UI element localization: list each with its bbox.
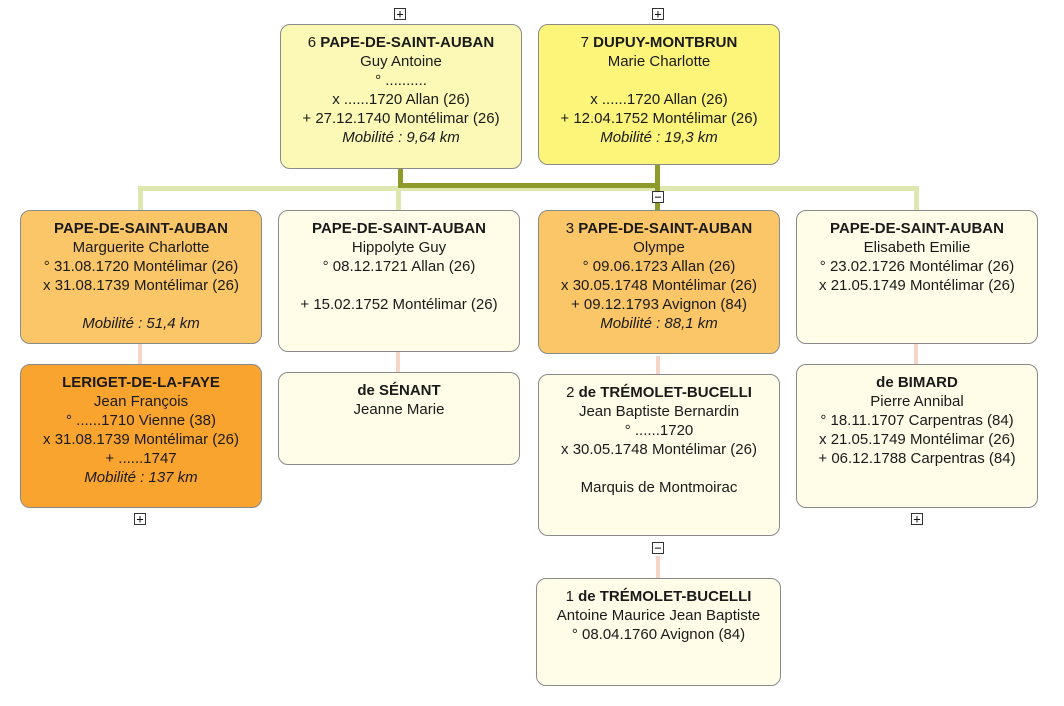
person-surname: de BIMARD: [876, 374, 958, 391]
person-given-name: Antoine Maurice Jean Baptiste: [556, 607, 761, 624]
person-card-senant[interactable]: de SÉNANT Jeanne Marie: [278, 372, 520, 465]
person-marriage: x ......1720 Allan (26): [332, 91, 470, 108]
person-birth: ° ......1710 Vienne (38): [66, 412, 216, 429]
person-given-name: Jean Baptiste Bernardin: [578, 403, 740, 420]
person-card-p7[interactable]: 7 DUPUY-MONTBRUN Marie Charlotte x .....…: [538, 24, 780, 165]
sosa-number: 6: [307, 34, 317, 51]
sibling-drop-hippolyte: [396, 186, 401, 210]
person-mobility: Mobilité : 88,1 km: [600, 315, 718, 332]
spouse-line-marguerite: [138, 344, 142, 364]
person-given-name: Jean François: [93, 393, 189, 410]
spouse-line-p3: [656, 356, 660, 374]
spacer: [279, 276, 519, 295]
person-surname: PAPE-DE-SAINT-AUBAN: [312, 220, 486, 237]
person-card-marguerite[interactable]: PAPE-DE-SAINT-AUBAN Marguerite Charlotte…: [20, 210, 262, 344]
person-mobility: Mobilité : 9,64 km: [342, 129, 460, 146]
person-death: + 09.12.1793 Avignon (84): [570, 296, 748, 313]
person-death: + 15.02.1752 Montélimar (26): [300, 296, 498, 313]
person-marriage: x ......1720 Allan (26): [590, 91, 728, 108]
person-card-bimard[interactable]: de BIMARD Pierre Annibal ° 18.11.1707 Ca…: [796, 364, 1038, 508]
person-given-name: Hippolyte Guy: [351, 239, 447, 256]
person-card-elisabeth[interactable]: PAPE-DE-SAINT-AUBAN Elisabeth Emilie ° 2…: [796, 210, 1038, 344]
sibling-drop-elisabeth: [914, 186, 919, 210]
spouse-line-elisabeth: [914, 344, 918, 364]
person-birth-empty: [539, 71, 779, 90]
person-marriage: x 31.08.1739 Montélimar (26): [43, 431, 239, 448]
person-marriage: x 21.05.1749 Montélimar (26): [819, 277, 1015, 294]
expand-toggle-p7[interactable]: +: [652, 8, 664, 20]
sibling-line: [139, 186, 919, 191]
person-death: + 27.12.1740 Montélimar (26): [302, 110, 500, 127]
expand-toggle-leriget[interactable]: +: [134, 513, 146, 525]
collapse-toggle-p2[interactable]: −: [652, 542, 664, 554]
person-given-name: Jeanne Marie: [353, 401, 445, 418]
person-mobility: Mobilité : 137 km: [84, 469, 198, 486]
person-birth: ° 08.12.1721 Allan (26): [322, 258, 476, 275]
person-surname: PAPE-DE-SAINT-AUBAN: [54, 220, 228, 237]
spouse-line-hippolyte: [396, 352, 400, 372]
sosa-number: 3: [565, 220, 575, 237]
person-marriage: x 30.05.1748 Montélimar (26): [561, 441, 757, 458]
person-surname: de TRÉMOLET-BUCELLI: [578, 588, 752, 605]
person-card-leriget[interactable]: LERIGET-DE-LA-FAYE Jean François ° .....…: [20, 364, 262, 508]
parents-line-horizontal: [398, 183, 659, 188]
spacer: [539, 459, 779, 478]
mother-line-vertical: [655, 165, 660, 187]
person-marriage: x 30.05.1748 Montélimar (26): [561, 277, 757, 294]
person-birth: ° 23.02.1726 Montélimar (26): [819, 258, 1015, 275]
sosa-number: 1: [565, 588, 574, 605]
person-marriage: x 21.05.1749 Montélimar (26): [819, 431, 1015, 448]
person-marriage: x 31.08.1739 Montélimar (26): [43, 277, 239, 294]
person-birth: ° 08.04.1760 Avignon (84): [571, 626, 746, 643]
person-birth: ° ......1720: [624, 422, 694, 439]
person-birth: ° 09.06.1723 Allan (26): [582, 258, 736, 275]
expand-toggle-p6[interactable]: +: [394, 8, 406, 20]
sibling-drop-marguerite: [138, 186, 143, 210]
person-given-name: Olympe: [633, 239, 685, 256]
spacer: [21, 295, 261, 314]
sosa-number: 2: [566, 384, 575, 401]
person-death: + 06.12.1788 Carpentras (84): [818, 450, 1016, 467]
person-surname: LERIGET-DE-LA-FAYE: [62, 374, 220, 391]
sosa-number: 7: [580, 34, 589, 51]
person-birth: ° 18.11.1707 Carpentras (84): [820, 412, 1014, 429]
person-mobility: Mobilité : 19,3 km: [600, 129, 718, 146]
person-surname: PAPE-DE-SAINT-AUBAN: [830, 220, 1004, 237]
person-birth: ° ..........: [375, 72, 427, 89]
collapse-toggle-siblings[interactable]: −: [652, 191, 664, 203]
person-card-hippolyte[interactable]: PAPE-DE-SAINT-AUBAN Hippolyte Guy ° 08.1…: [278, 210, 520, 352]
person-mobility: Mobilité : 51,4 km: [82, 315, 200, 332]
person-card-p6[interactable]: 6 PAPE-DE-SAINT-AUBAN Guy Antoine ° ....…: [280, 24, 522, 169]
person-surname: PAPE-DE-SAINT-AUBAN: [320, 34, 495, 51]
expand-toggle-bimard[interactable]: +: [911, 513, 923, 525]
person-surname: PAPE-DE-SAINT-AUBAN: [578, 220, 753, 237]
person-given-name: Marie Charlotte: [607, 53, 711, 70]
person-given-name: Pierre Annibal: [870, 393, 964, 410]
person-title: Marquis de Montmoirac: [580, 479, 738, 496]
person-card-p1[interactable]: 1 de TRÉMOLET-BUCELLI Antoine Maurice Je…: [536, 578, 781, 686]
person-given-name: Guy Antoine: [360, 53, 442, 70]
person-given-name: Marguerite Charlotte: [72, 239, 210, 256]
person-given-name: Elisabeth Emilie: [863, 239, 971, 256]
person-death: + 12.04.1752 Montélimar (26): [560, 110, 758, 127]
person-death: + ......1747: [105, 450, 177, 467]
person-surname: de SÉNANT: [357, 382, 441, 399]
child-line-p1: [656, 556, 660, 578]
father-line-vertical: [398, 166, 403, 188]
person-card-p2[interactable]: 2 de TRÉMOLET-BUCELLI Jean Baptiste Bern…: [538, 374, 780, 536]
person-card-p3[interactable]: 3 PAPE-DE-SAINT-AUBAN Olympe ° 09.06.172…: [538, 210, 780, 354]
person-surname: DUPUY-MONTBRUN: [593, 34, 738, 51]
person-birth: ° 31.08.1720 Montélimar (26): [43, 258, 239, 275]
person-surname: de TRÉMOLET-BUCELLI: [578, 384, 752, 401]
